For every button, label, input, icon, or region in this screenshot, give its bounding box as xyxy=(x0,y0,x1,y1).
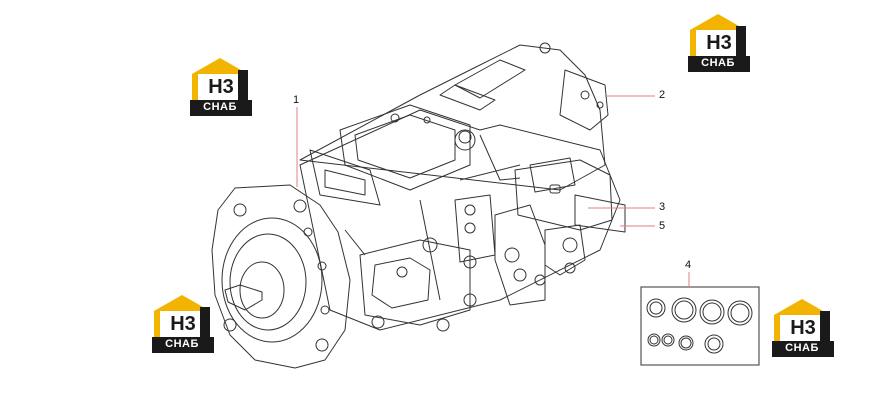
seal-ring xyxy=(661,333,675,347)
logo-text: СНАБ xyxy=(203,101,237,113)
callout-1: 1 xyxy=(293,94,300,106)
seal-ring xyxy=(704,334,724,354)
seal-kit-box xyxy=(640,286,760,366)
callout-4: 4 xyxy=(685,259,692,271)
top-cover xyxy=(339,104,471,191)
callout-3: 3 xyxy=(659,201,666,213)
seal-ring xyxy=(727,300,753,326)
callout-5: 5 xyxy=(659,220,666,232)
seal-ring xyxy=(699,299,725,325)
watermark-logo: H3 СНАБ xyxy=(190,56,254,116)
logo-monogram: H3 xyxy=(170,313,196,335)
seal-ring xyxy=(646,298,666,318)
seal-ring xyxy=(671,297,697,323)
front-flange xyxy=(211,184,351,369)
regulator-block xyxy=(514,159,613,231)
logo-text: СНАБ xyxy=(701,57,735,69)
seal-ring xyxy=(647,333,661,347)
logo-monogram: H3 xyxy=(790,317,816,339)
watermark-logo: H3 СНАБ xyxy=(772,297,836,357)
flange-face xyxy=(221,217,323,343)
logo-monogram: H3 xyxy=(706,32,732,54)
rear-cover-plate xyxy=(454,59,526,99)
input-shaft xyxy=(239,261,285,319)
rear-housing-outline xyxy=(299,44,606,191)
main-body-outline xyxy=(299,109,621,331)
seal-ring xyxy=(678,335,694,351)
callout-2: 2 xyxy=(659,89,666,101)
logo-monogram: H3 xyxy=(208,76,234,98)
logo-text: СНАБ xyxy=(785,342,819,354)
logo-text: СНАБ xyxy=(165,338,199,350)
watermark-logo: H3 СНАБ xyxy=(688,12,752,72)
front-control-block xyxy=(359,239,471,326)
watermark-logo: H3 СНАБ xyxy=(152,293,216,353)
